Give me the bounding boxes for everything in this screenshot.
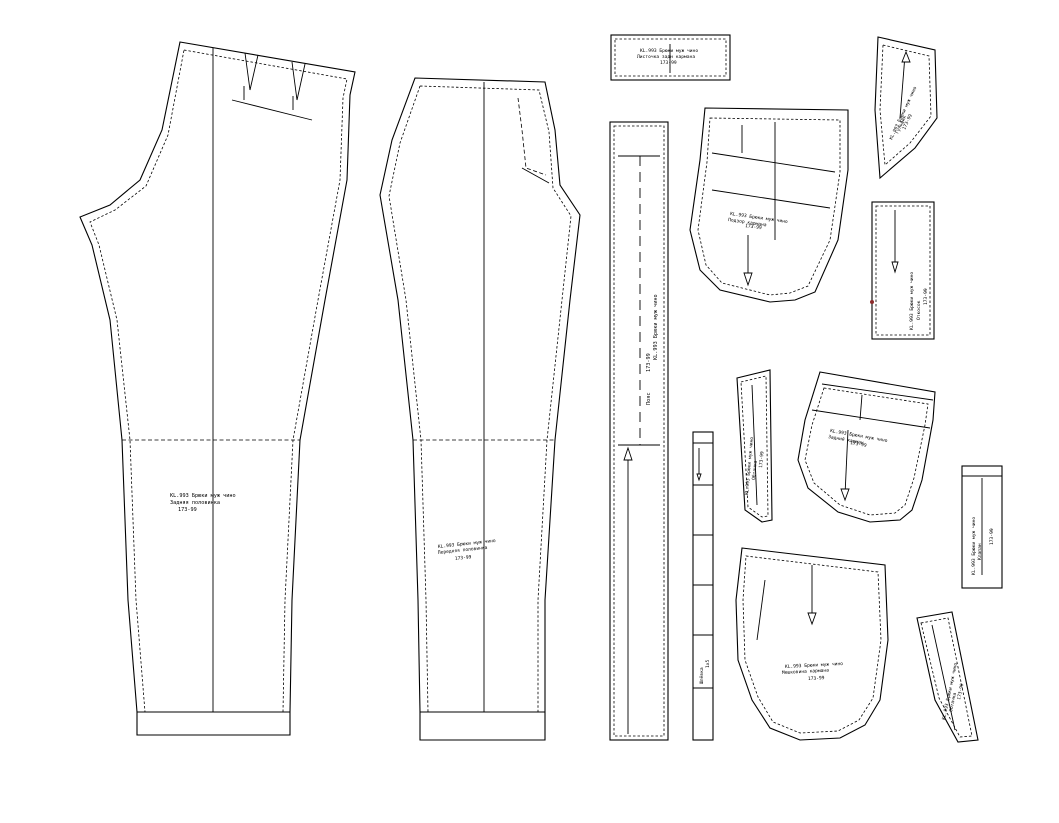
piece-pocket-bag-bottom[interactable]: KL.993 Брюки муж чино Мешковина кармана … (735, 547, 889, 741)
piece-label-line: 173-99 (660, 60, 677, 66)
piece-label-line: Шлёвка (699, 667, 705, 684)
piece-label-line: 173-99 (758, 451, 765, 468)
piece-fly-shield-top[interactable]: KL.993 Брюки муж чино Гульфик 173-99 (874, 36, 938, 180)
piece-waistband[interactable]: KL.993 Брюки муж чино Пояс 173-99 (609, 121, 669, 741)
piece-label-line: Клапан (977, 543, 983, 560)
piece-label-line: 1x5 (705, 659, 711, 668)
piece-facing-strip-bottom[interactable]: KL.993 Брюки муж чино Обтачка 173-99 (916, 611, 979, 743)
piece-label-line: 173-99 (850, 440, 868, 449)
piece-label-line: Обтачка (947, 692, 958, 713)
piece-label-line: Обтачка (750, 460, 759, 480)
piece-front-leg[interactable]: KL.993 Брюки муж чино Задняя половинка 1… (79, 41, 356, 736)
piece-top-strip[interactable]: KL.993 Брюки муж чино Листочка задн карм… (610, 34, 731, 81)
piece-label-line: Листочка задн кармана (637, 54, 695, 60)
piece-label-line: KL.993 Брюки муж чино (640, 48, 698, 54)
piece-label-line: 173-99 (989, 528, 995, 545)
piece-label-line: 173-99 (455, 554, 472, 562)
piece-label-line: 173-99 (178, 507, 197, 513)
notch-marker (870, 300, 874, 304)
piece-label-line: KL.993 Брюки муж чино (909, 272, 915, 330)
piece-pocket-bag-large-top[interactable]: KL.993 Брюки муж чино Подзор кармана 173… (689, 107, 849, 303)
piece-label-line: Задняя половинка (170, 500, 220, 506)
piece-belt-loop[interactable]: Шлёвка 1x5 (692, 431, 714, 741)
piece-label-line: KL.993 Брюки муж чино (653, 294, 659, 360)
piece-right-small-rect[interactable]: KL.993 Брюки муж чино Клапан 173-99 (961, 465, 1003, 589)
piece-back-leg[interactable]: KL.993 Брюки муж чино Передняя половинка… (379, 77, 581, 741)
piece-label-line: 173-99 (956, 683, 965, 701)
piece-fly-rect[interactable]: KL.993 Брюки муж чино Откосок 173-99 (870, 201, 935, 340)
piece-label-line: Откосок (916, 300, 922, 320)
piece-label-line: KL.993 Брюки муж чино (785, 661, 844, 670)
piece-label-line: KL.993 Брюки муж чино (744, 437, 755, 496)
piece-label-line: Передняя половинка (438, 545, 488, 556)
piece-facing-strip-mid[interactable]: KL.993 Брюки муж чино Обтачка 173-99 (736, 369, 773, 523)
piece-label-line: Подзор кармана (728, 217, 767, 228)
piece-back-pocket[interactable]: KL.993 Брюки муж чино Задний карман 173-… (797, 371, 936, 523)
piece-label-line: Мешковина кармана (782, 668, 830, 676)
piece-label-line: KL.993 Брюки муж чино (170, 493, 236, 499)
piece-label-line: 173-99 (745, 223, 762, 231)
piece-label-line: Пояс (646, 393, 652, 406)
piece-label-line: KL.993 Брюки муж чино (971, 517, 977, 575)
piece-label-line: 173-99 (923, 288, 929, 305)
piece-label-line: 173-99 (646, 353, 652, 372)
piece-label-line: 173-99 (808, 675, 825, 682)
